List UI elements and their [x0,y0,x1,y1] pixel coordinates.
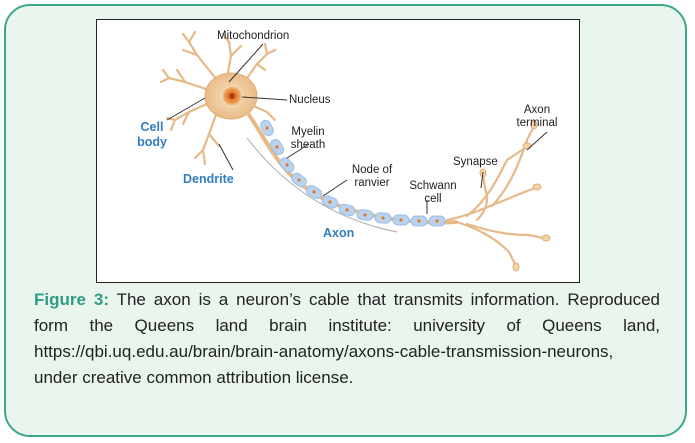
caption-text: The axon is a neuron’s cable that transm… [34,290,660,387]
label-axon: Axon [323,226,354,241]
label-cell-body: Cell body [135,120,169,150]
label-mitochondrion: Mitochondrion [217,30,289,43]
label-nucleus: Nucleus [289,94,331,107]
label-synapse: Synapse [453,156,498,169]
figure-label: Figure 3: [34,290,109,309]
label-myelin-sheath: Myelin sheath [285,126,331,152]
neuron-diagram: Mitochondrion Nucleus Cell body Dendrite… [96,19,580,283]
neuron-illustration [97,20,580,283]
label-schwann-cell: Schwann cell [407,180,459,206]
label-axon-terminal: Axon terminal [511,104,563,130]
label-dendrite: Dendrite [183,172,234,187]
label-node-of-ranvier: Node of ranvier [347,164,397,190]
figure-caption: Figure 3: The axon is a neuron’s cable t… [34,287,660,391]
